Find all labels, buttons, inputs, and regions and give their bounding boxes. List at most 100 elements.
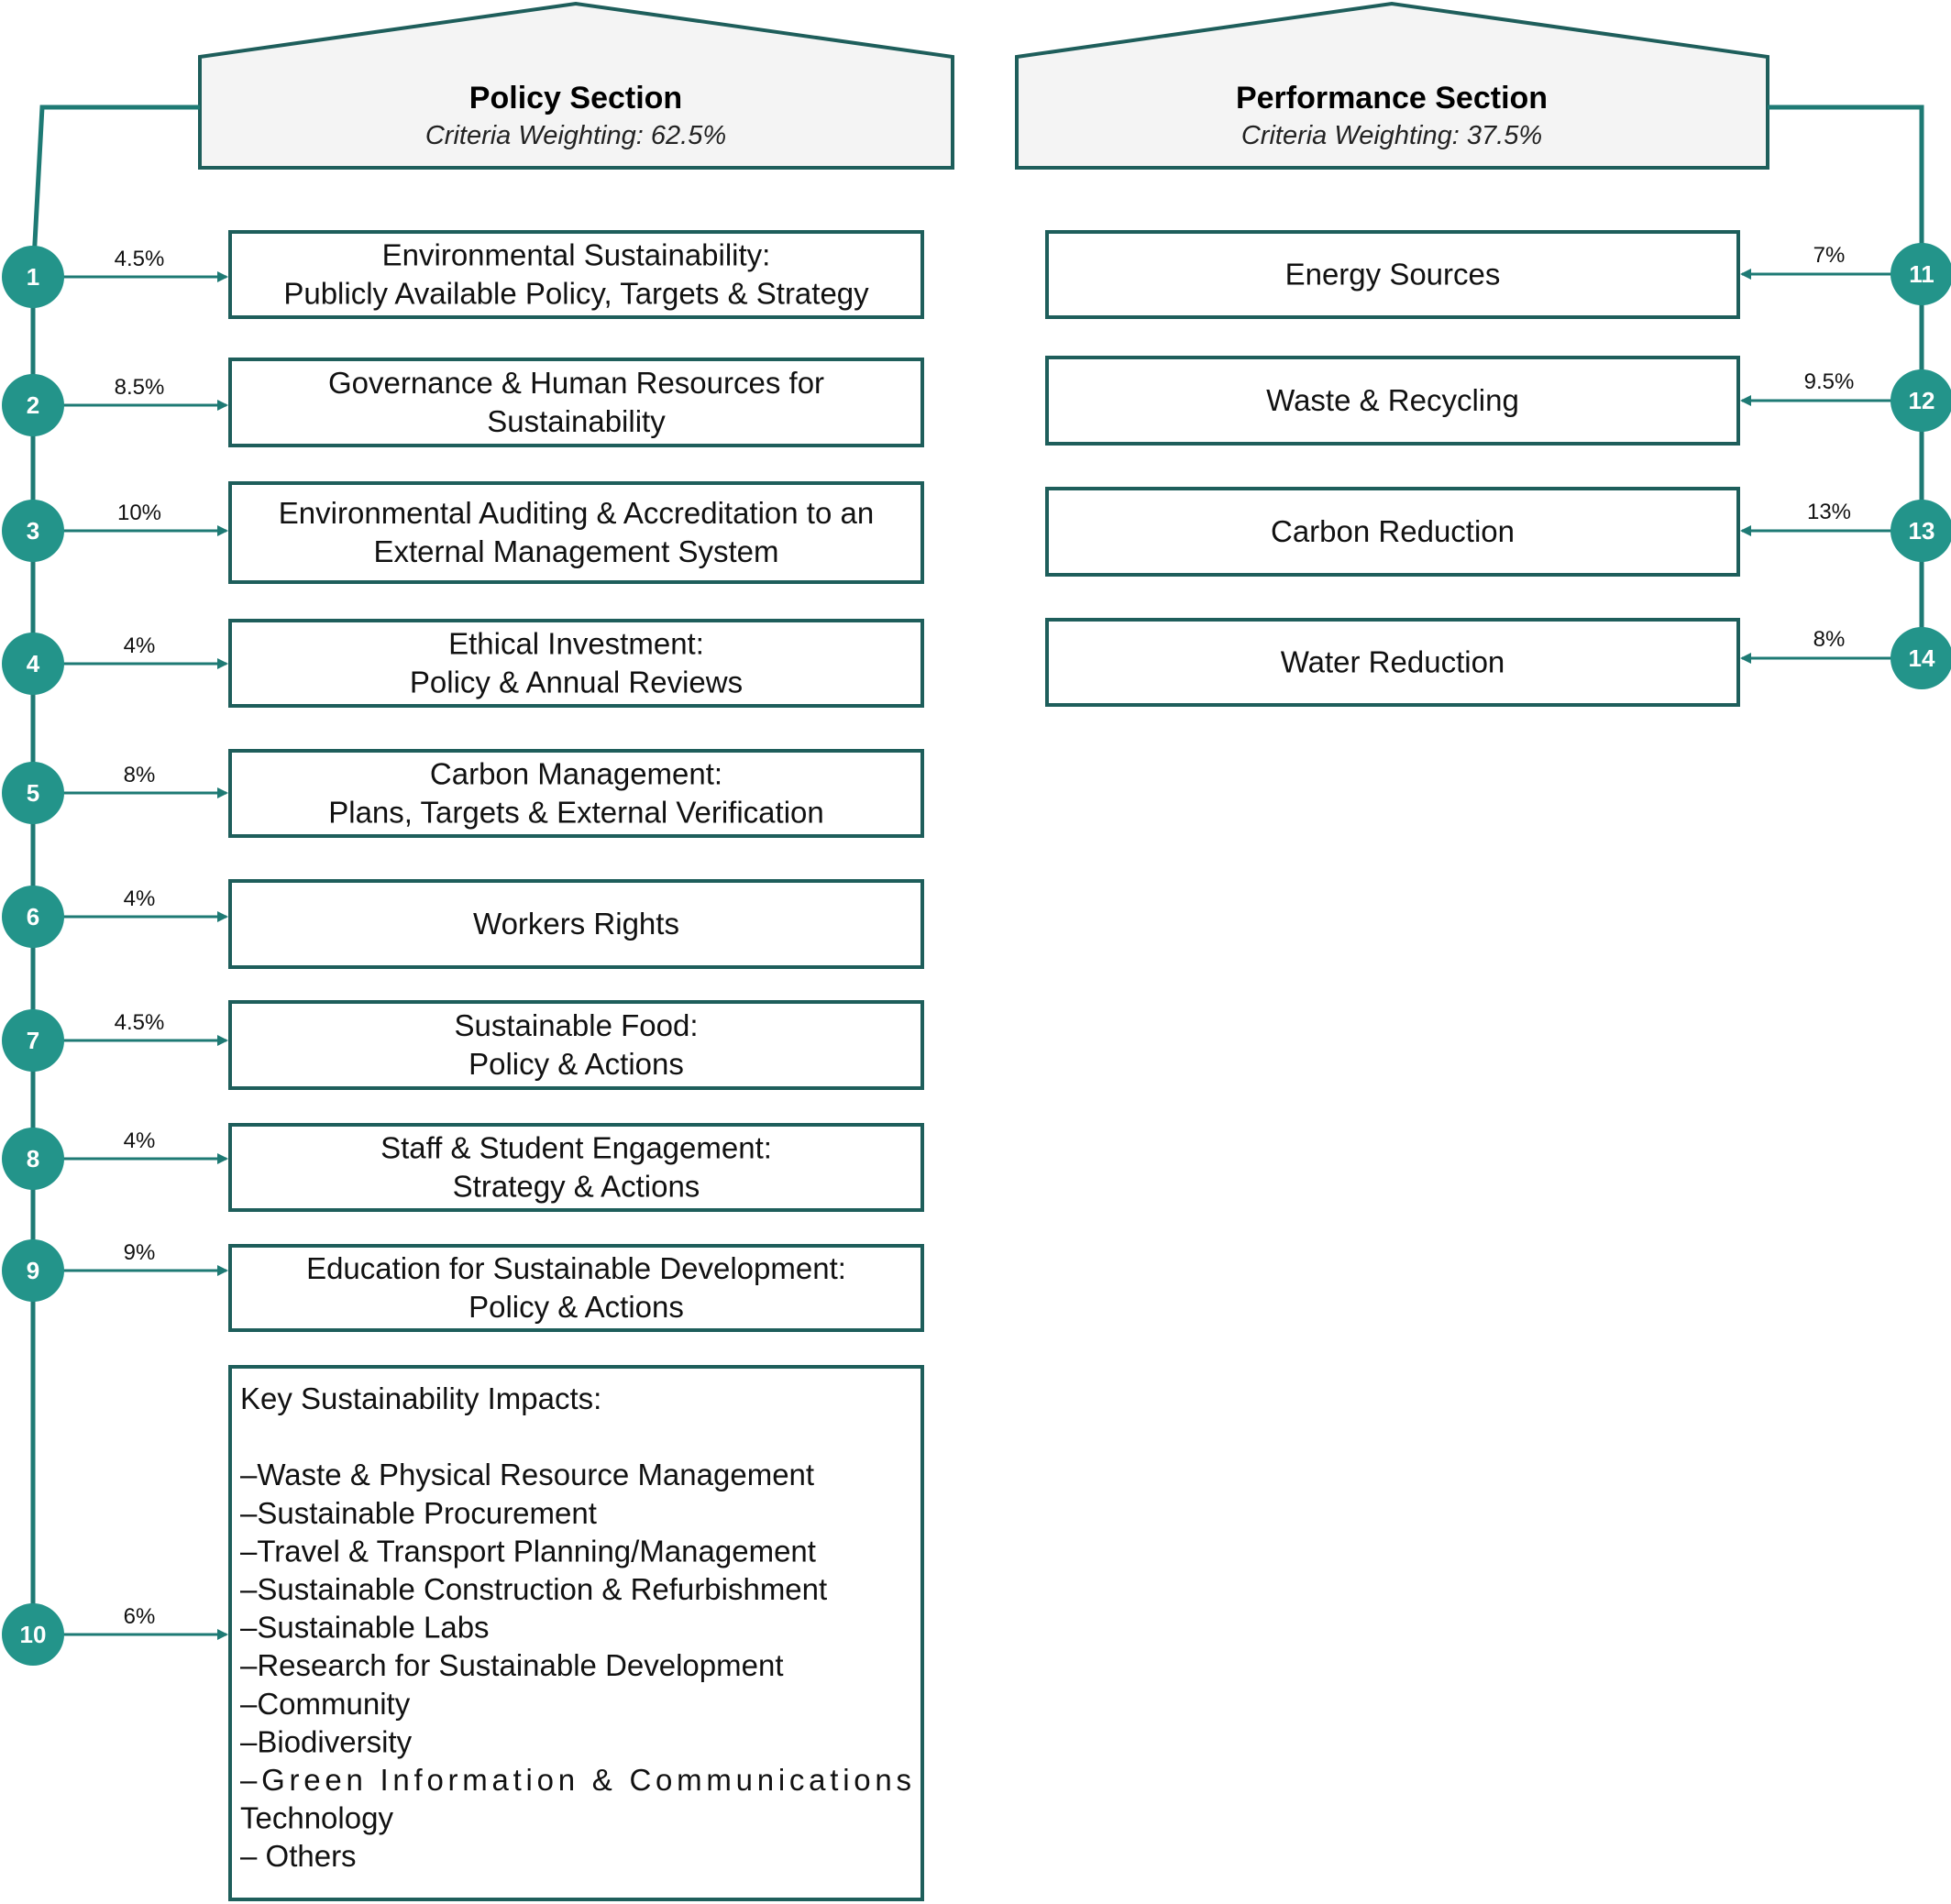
weight-label: 4.5% xyxy=(115,247,165,271)
criterion-box xyxy=(228,879,924,969)
impact-list-item: –Sustainable Procurement xyxy=(240,1496,597,1530)
criterion-text-line: External Management System xyxy=(373,534,778,568)
criterion-text-line: Carbon Management: xyxy=(430,757,722,791)
criterion-box xyxy=(228,749,924,838)
criterion-number: 7 xyxy=(27,1027,39,1054)
policy-criterion-6: 4% 6 Workers Rights xyxy=(2,879,924,969)
criterion-text-line: Governance & Human Resources for xyxy=(328,366,824,400)
policy-criterion-1: 4.5% 1 Environmental Sustainability: Public… xyxy=(2,230,924,319)
criterion-text-line: Education for Sustainable Development: xyxy=(306,1251,846,1285)
criterion-text-line: Environmental Sustainability: xyxy=(382,238,771,272)
criterion-number-badge xyxy=(2,500,64,562)
criterion-number: 12 xyxy=(1909,387,1935,414)
criterion-box xyxy=(1045,230,1740,319)
weight-label: 8% xyxy=(124,763,156,787)
weight-label: 9.5% xyxy=(1804,369,1855,394)
criterion-text-line: Sustainable Food: xyxy=(454,1008,698,1042)
criterion-text-line: Strategy & Actions xyxy=(453,1170,700,1204)
performance-section-weighting: Criteria Weighting: 37.5% xyxy=(1241,121,1542,150)
criterion-number-badge xyxy=(2,1128,64,1190)
policy-criterion-2: 8.5% 2 Governance & Human Resources forSus… xyxy=(2,358,924,447)
criterion-number-badge xyxy=(1890,500,1951,562)
criterion-text-line: Waste & Recycling xyxy=(1266,383,1519,417)
criterion-text-line: Publicly Available Policy, Targets & Str… xyxy=(283,277,869,311)
policy-header-shape xyxy=(198,1,954,170)
weight-label: 8.5% xyxy=(115,375,165,400)
criterion-box xyxy=(1045,356,1740,446)
performance-criterion-12: 9.5% 12 Waste & Recycling xyxy=(1045,356,1951,446)
criterion-text-line: Ethical Investment: xyxy=(448,627,704,661)
impact-list-item: – Others xyxy=(240,1839,357,1873)
criterion-number-badge xyxy=(2,886,64,948)
weight-label: 13% xyxy=(1807,500,1851,524)
criterion-number-badge xyxy=(2,1239,64,1302)
criterion-box xyxy=(228,1000,924,1090)
criterion-number: 11 xyxy=(1909,260,1934,288)
weight-label: 9% xyxy=(124,1240,156,1265)
impact-list-item: –Research for Sustainable Development xyxy=(240,1648,784,1682)
policy-criterion-8: 4% 8 Staff & Student Engagement: Strategy &… xyxy=(2,1123,924,1212)
policy-section-header: Policy Section Criteria Weighting: 62.5% xyxy=(198,1,954,170)
impact-list-item: –Community xyxy=(240,1687,411,1721)
criterion-box xyxy=(228,230,924,319)
policy-criteria-group: 4.5% 1 Environmental Sustainability: Public… xyxy=(2,230,924,1901)
criterion-number: 2 xyxy=(27,391,39,419)
policy-criterion-5: 8% 5 Carbon Management: Plans, Targets & Ex… xyxy=(2,749,924,838)
criterion-number-badge xyxy=(2,762,64,824)
criterion-number-badge xyxy=(1890,369,1951,432)
criterion-box xyxy=(228,1244,924,1332)
impact-list-item: –Travel & Transport Planning/Management xyxy=(240,1534,816,1568)
criterion-box xyxy=(1045,487,1740,577)
criterion-box xyxy=(228,358,924,447)
criterion-text-line: Policy & Actions xyxy=(468,1290,684,1324)
weight-label: 4% xyxy=(124,633,156,658)
criterion-number-badge xyxy=(1890,627,1951,689)
criterion-number: 5 xyxy=(27,779,39,807)
performance-section-title: Performance Section xyxy=(1236,81,1548,116)
criterion-text-line: Environmental Auditing & Accreditation t… xyxy=(279,496,874,530)
criterion-number: 6 xyxy=(27,903,39,930)
policy-section-weighting: Criteria Weighting: 62.5% xyxy=(425,121,726,150)
criterion-number-badge xyxy=(2,246,64,308)
criterion-number: 3 xyxy=(27,517,39,545)
criterion-number-badge xyxy=(2,1009,64,1072)
policy-section-title: Policy Section xyxy=(469,81,682,116)
criterion-number-badge xyxy=(2,374,64,436)
weight-label: 7% xyxy=(1813,243,1846,268)
criterion-text-line: Policy & Actions xyxy=(468,1047,684,1081)
weight-label: 10% xyxy=(117,501,161,525)
criterion-box xyxy=(1045,618,1740,707)
criterion-number: 10 xyxy=(20,1621,47,1648)
weight-label: 4.5% xyxy=(115,1010,165,1035)
criterion-number-badge xyxy=(2,633,64,695)
criterion-text-line: Workers Rights xyxy=(473,907,679,941)
criterion-number-badge xyxy=(2,1603,64,1666)
impact-list-item: –Sustainable Construction & Refurbishmen… xyxy=(240,1572,827,1606)
weight-label: 8% xyxy=(1813,627,1846,652)
impact-list-item: –Waste & Physical Resource Management xyxy=(240,1458,814,1491)
impacts-heading: Key Sustainability Impacts: xyxy=(240,1381,601,1415)
criterion-text-line: Staff & Student Engagement: xyxy=(380,1131,772,1165)
criterion-number: 9 xyxy=(27,1257,39,1284)
criterion-number: 4 xyxy=(27,650,40,677)
criterion-box xyxy=(228,481,924,584)
criterion-text-line: Policy & Annual Reviews xyxy=(410,666,743,699)
criterion-text-line: Sustainability xyxy=(487,404,666,438)
criterion-number: 14 xyxy=(1909,644,1935,672)
criterion-text-line: Water Reduction xyxy=(1281,645,1505,679)
performance-criterion-14: 8% 14 Water Reduction xyxy=(1045,618,1951,707)
criterion-number: 1 xyxy=(27,263,39,291)
weight-label: 4% xyxy=(124,886,156,911)
criterion-text-line: Plans, Targets & External Verification xyxy=(328,796,824,830)
weight-label: 4% xyxy=(124,1128,156,1153)
policy-criterion-9: 9% 9 Education for Sustainable Development… xyxy=(2,1239,924,1332)
criterion-number: 8 xyxy=(27,1145,39,1172)
criterion-box xyxy=(228,1365,924,1901)
criterion-number: 13 xyxy=(1909,517,1935,545)
policy-criterion-3: 10% 3 Environmental Auditing & Accreditati… xyxy=(2,481,924,584)
policy-criterion-7: 4.5% 7 Sustainable Food: Policy & Actions xyxy=(2,1000,924,1090)
